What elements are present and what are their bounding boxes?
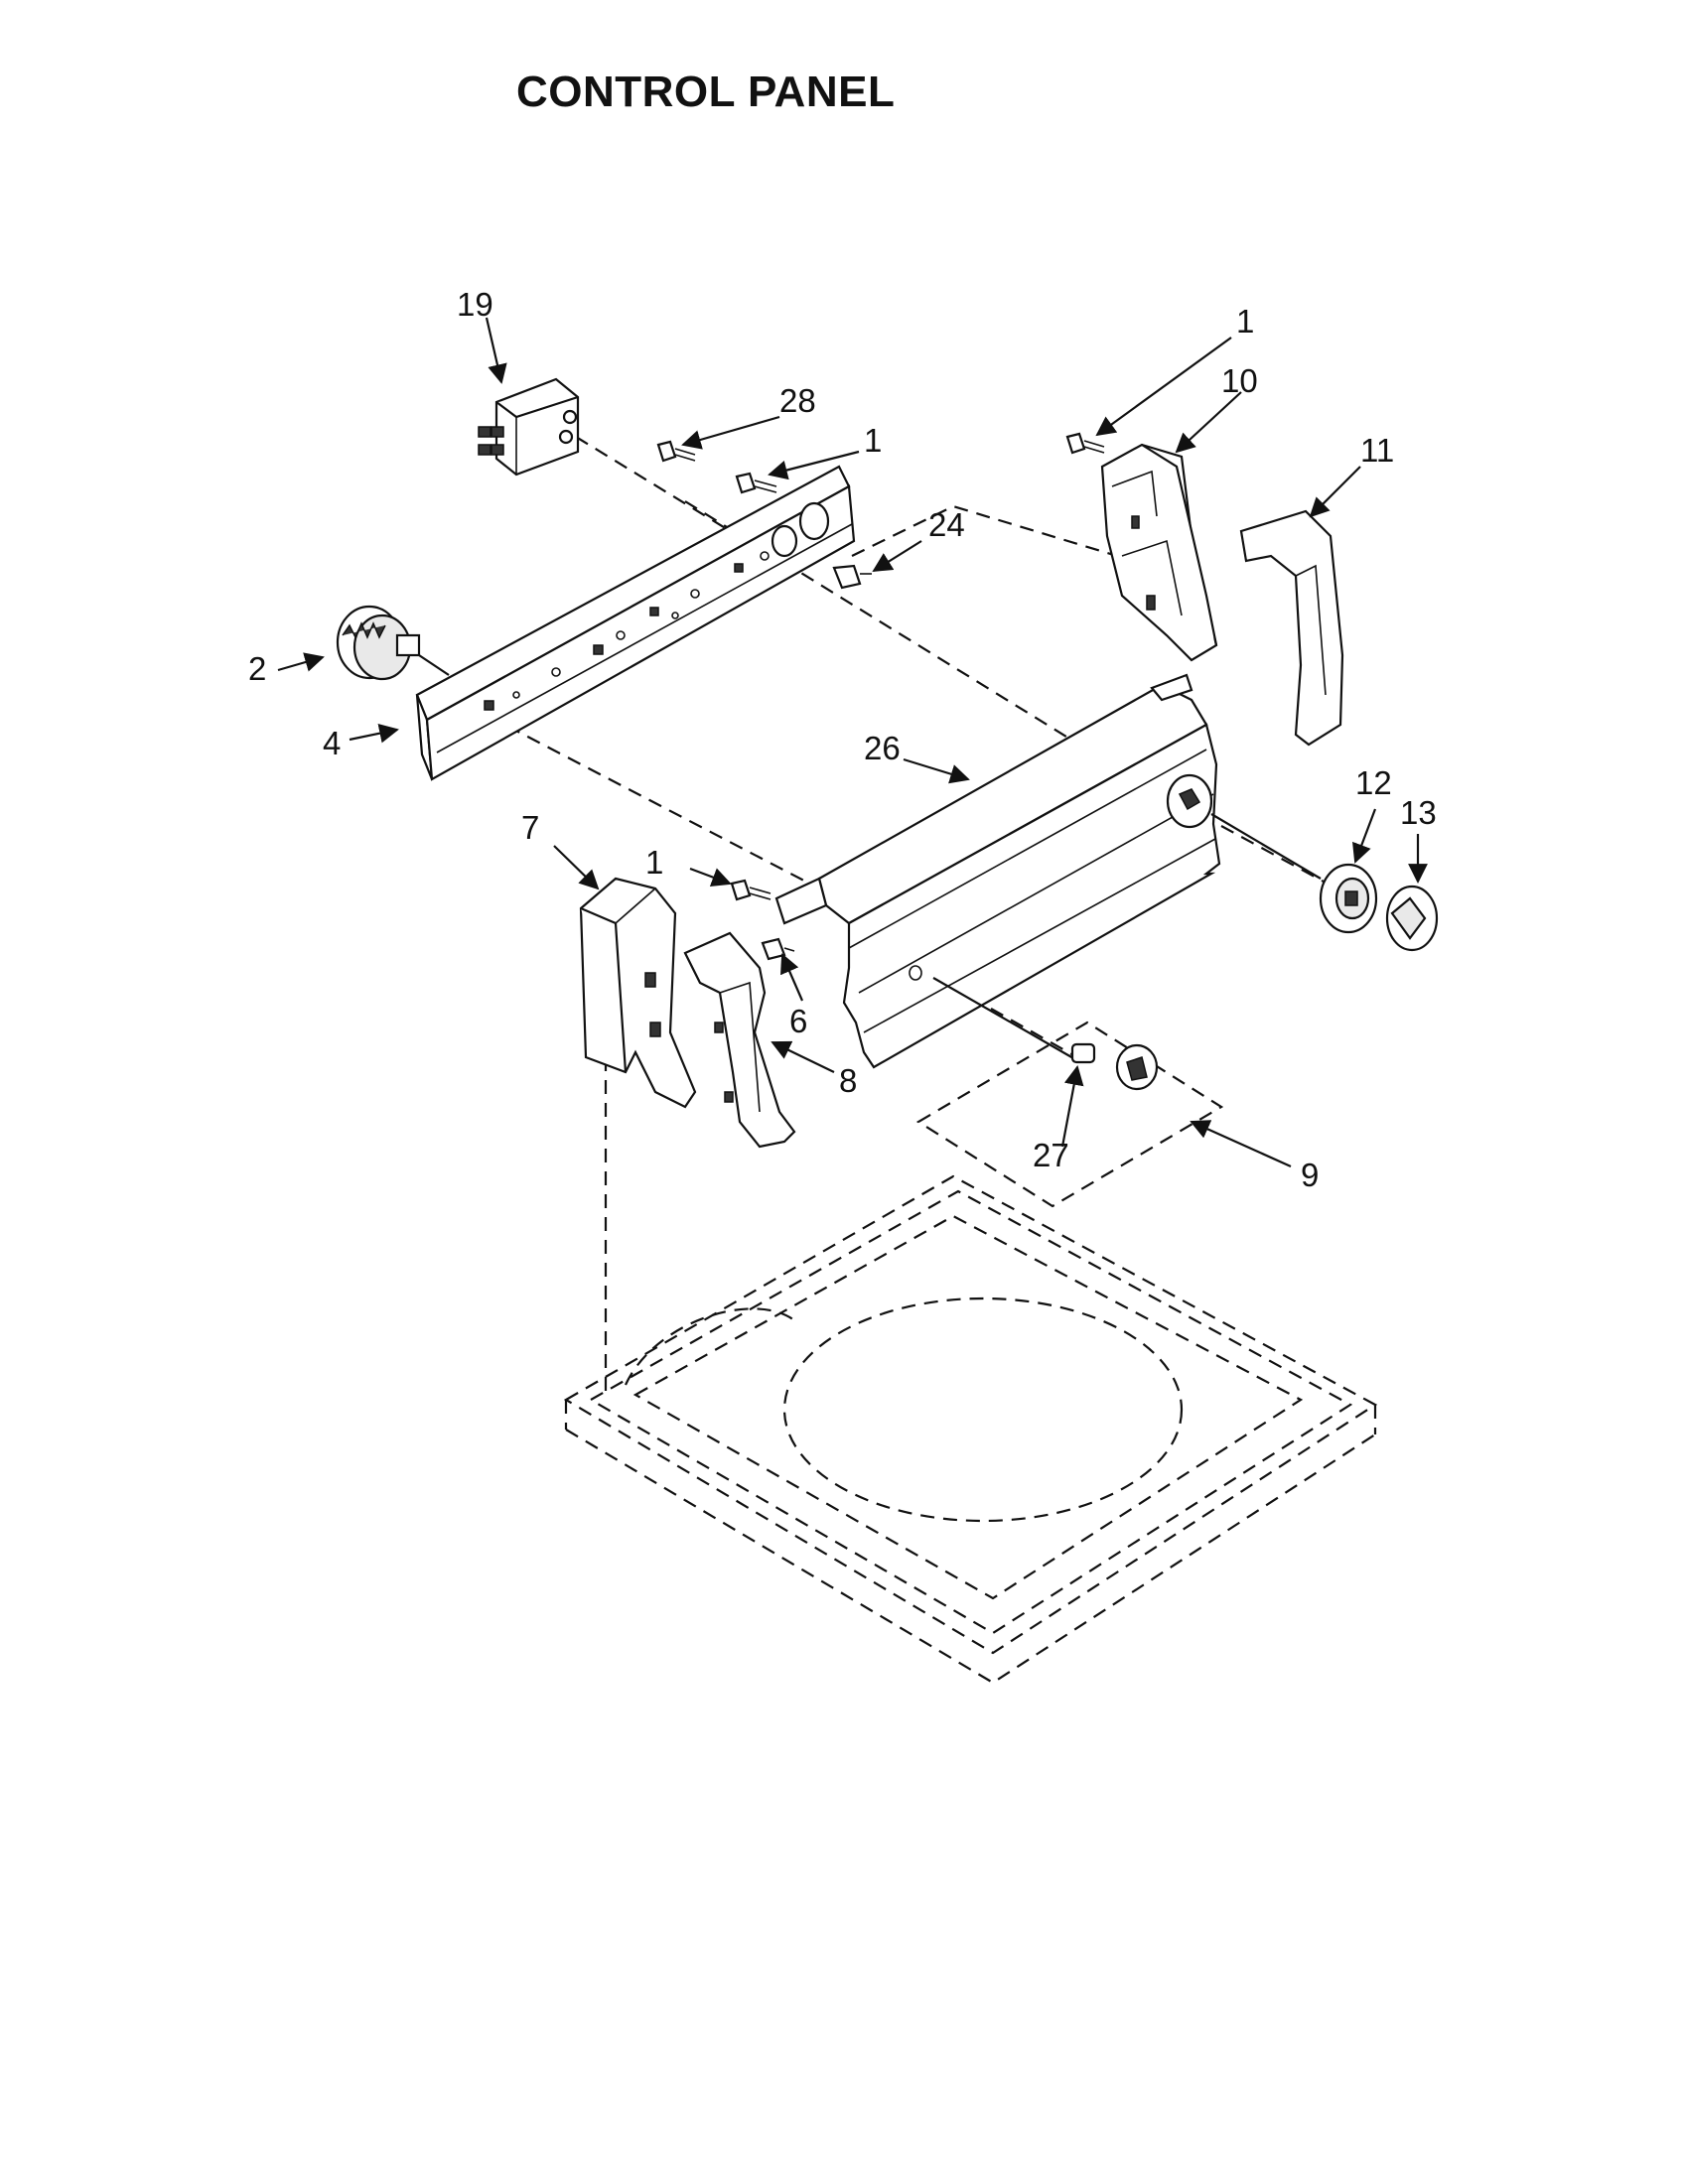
callout-1-middle: 1	[645, 844, 663, 881]
control-panel-bracket	[415, 465, 856, 781]
callout-6: 6	[789, 1003, 807, 1039]
cabinet-top-outline	[563, 1174, 1378, 1685]
callout-1-top: 1	[864, 422, 882, 459]
callout-labels: 19 28 1 1 10 11 24 2 4 26 12 13 7 1 6 8 …	[248, 286, 1437, 1193]
callout-11: 11	[1360, 432, 1394, 469]
small-knob-27	[1070, 1042, 1159, 1091]
console-end-cap-outline	[915, 1021, 1224, 1208]
screw-1-top-right	[1065, 432, 1105, 455]
switch-block	[478, 377, 580, 477]
leader-arrows	[277, 317, 1428, 1168]
callout-19: 19	[457, 286, 493, 323]
screw-28	[656, 440, 696, 463]
left-end-bracket	[579, 877, 697, 1109]
callout-12: 12	[1355, 764, 1392, 801]
callout-28: 28	[779, 382, 816, 419]
callout-4: 4	[323, 725, 341, 761]
knob-skirt	[1319, 863, 1378, 934]
screw-1-middle	[730, 879, 772, 901]
screw-6	[761, 937, 795, 961]
screw-1-top-left	[735, 472, 777, 494]
callout-8: 8	[839, 1062, 857, 1099]
right-end-cap	[1239, 509, 1344, 747]
callout-10: 10	[1221, 362, 1258, 399]
right-end-bracket	[1100, 443, 1218, 662]
screw-24	[832, 564, 872, 590]
callout-7: 7	[521, 809, 539, 846]
callout-27: 27	[1033, 1137, 1069, 1173]
callout-9: 9	[1301, 1157, 1319, 1193]
callout-26: 26	[864, 730, 901, 766]
control-knob	[1385, 885, 1439, 952]
left-end-cap	[683, 931, 796, 1149]
console-panel	[774, 673, 1322, 1069]
callout-13: 13	[1400, 794, 1437, 831]
callout-2: 2	[248, 650, 266, 687]
page-title: CONTROL PANEL	[516, 68, 896, 116]
callout-1-right: 1	[1236, 303, 1254, 340]
selector-switch	[336, 605, 450, 681]
callout-24: 24	[928, 506, 965, 543]
